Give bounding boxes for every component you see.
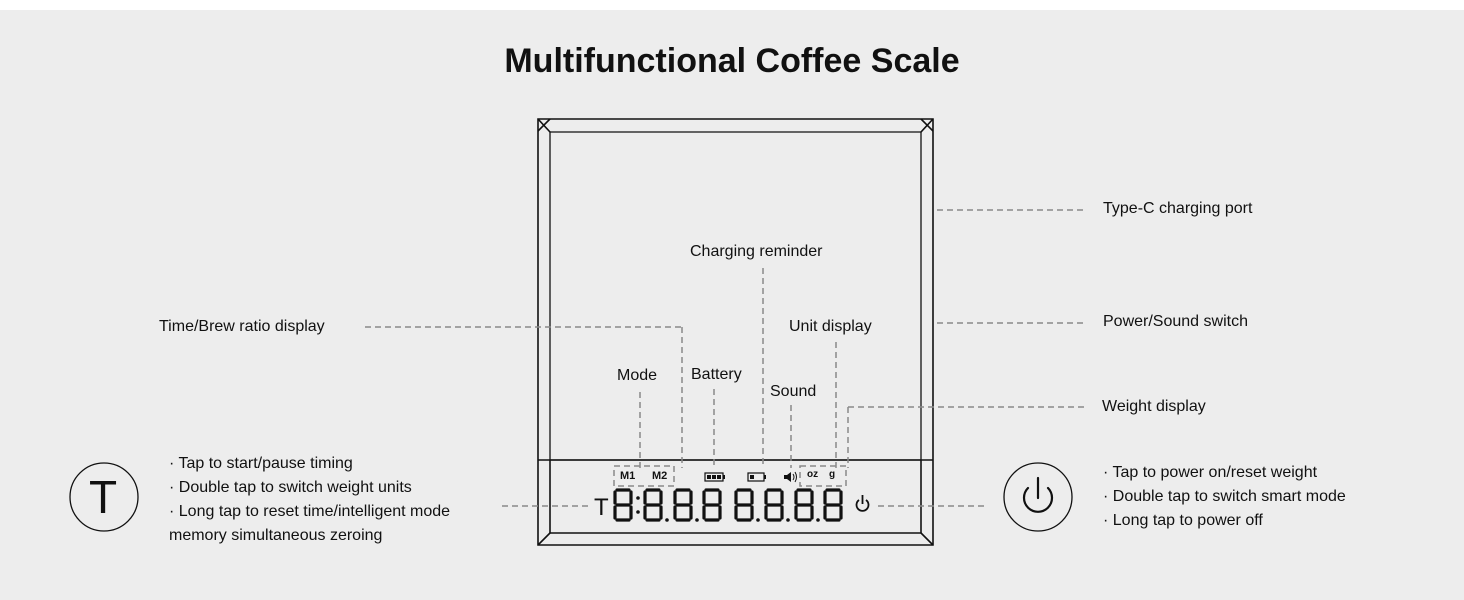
label-weight-display: Weight display <box>1102 398 1206 415</box>
label-charging-reminder: Charging reminder <box>690 243 823 260</box>
power-instruction-line: · Tap to power on/reset weight <box>1103 464 1318 481</box>
lcd-digit <box>823 488 843 522</box>
lcd-digit <box>702 488 722 522</box>
lcd-decimal-point <box>816 518 820 522</box>
lcd-digits <box>613 488 843 522</box>
lcd-digit <box>643 488 663 522</box>
label-battery: Battery <box>691 366 742 383</box>
lcd-decimal-point <box>756 518 760 522</box>
t-instruction-line: · Double tap to switch weight units <box>169 479 412 496</box>
power-icon <box>1022 476 1054 513</box>
t-instruction-line: memory simultaneous zeroing <box>169 527 383 544</box>
label-charging-port: Type-C charging port <box>1103 200 1253 217</box>
lcd-unit-oz: oz <box>807 469 819 480</box>
battery-icon <box>704 472 725 482</box>
lcd-decimal-point <box>786 518 790 522</box>
t-instruction-line: · Tap to start/pause timing <box>169 455 353 472</box>
lcd-digit <box>734 488 754 522</box>
lcd-m2: M2 <box>652 470 668 482</box>
page-title: Multifunctional Coffee Scale <box>504 42 960 80</box>
lcd-decimal-point <box>665 518 669 522</box>
t-instruction-line: · Long tap to reset time/intelligent mod… <box>169 503 451 520</box>
power-instruction-line: · Double tap to switch smart mode <box>1103 488 1346 505</box>
t-button-symbol: T <box>89 471 118 523</box>
lcd-m1: M1 <box>620 470 636 482</box>
lcd-colon-top <box>636 496 640 500</box>
lcd-digit <box>613 488 633 522</box>
power-button-circle <box>1003 462 1073 532</box>
power-instruction-line: · Long tap to power off <box>1103 512 1263 529</box>
lcd-digit <box>764 488 784 522</box>
charging-battery-icon <box>747 472 766 482</box>
label-power-sound: Power/Sound switch <box>1103 313 1248 330</box>
scale-power-icon <box>855 495 870 512</box>
label-mode: Mode <box>617 367 658 384</box>
label-sound: Sound <box>770 383 817 400</box>
label-unit-display: Unit display <box>789 318 872 335</box>
lcd-decimal-point <box>695 518 699 522</box>
lcd-digit <box>794 488 814 522</box>
leader-lines <box>365 209 1085 507</box>
lcd-colon-bottom <box>636 510 640 514</box>
scale-body <box>537 118 934 546</box>
power-button-instructions: · Tap to power on/reset weight · Double … <box>1103 461 1346 533</box>
label-time-ratio: Time/Brew ratio display <box>159 318 325 335</box>
t-button-circle <box>69 462 139 532</box>
diagram-background <box>0 10 1464 600</box>
lcd-digit <box>673 488 693 522</box>
sound-icon <box>784 471 797 483</box>
t-button-instructions: · Tap to start/pause timing · Double tap… <box>169 452 450 548</box>
lcd-unit-g: g <box>829 469 836 480</box>
lcd-t-key: T <box>594 494 609 521</box>
